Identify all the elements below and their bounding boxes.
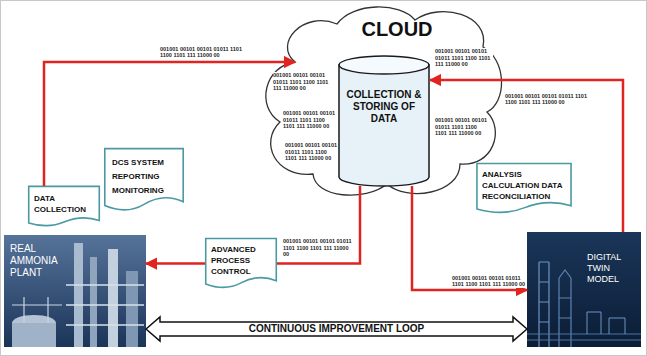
data-stream-holder: 001001 00101 00101 01011 1101 1100 1101 … bbox=[435, 117, 487, 139]
binary-data-label: 001001 00101 00101 01011 1101 1100 1101 … bbox=[160, 46, 244, 59]
twin-part bbox=[587, 312, 625, 334]
plant-part bbox=[12, 297, 62, 323]
document-box: DATA COLLECTION bbox=[28, 186, 100, 227]
binary-data-label: 001001 00101 00101 01011 1101 1100 1101 … bbox=[273, 72, 335, 92]
data-stream-holder: 001001 00101 00101 01011 1101 1100 1101 … bbox=[505, 90, 589, 108]
plant-part bbox=[12, 323, 56, 347]
cyl-part bbox=[339, 56, 429, 74]
cyl-part bbox=[339, 65, 429, 186]
binary-data-label: 001001 00101 00101 01011 1101 1100 1101 … bbox=[435, 117, 487, 137]
data-stream-holder: 001001 00101 00101 01011 1101 1100 1101 … bbox=[160, 43, 244, 61]
photo-caption: REAL AMMONIA PLANT bbox=[10, 243, 62, 279]
plant-part bbox=[74, 243, 83, 347]
box-text: ADVANCED PROCESS CONTROL bbox=[211, 244, 271, 277]
database-cylinder: COLLECTION & STORING OF DATA bbox=[338, 55, 430, 187]
data-stream-holder: 001001 00101 00101 01011 1101 1100 1101 … bbox=[435, 48, 493, 70]
twin-part bbox=[559, 270, 571, 347]
twin-part bbox=[527, 334, 641, 340]
cloud-shape: CLOUD COLLECTION & STORING OF DATA bbox=[255, 2, 505, 202]
plant-photo: REAL AMMONIA PLANT bbox=[4, 235, 146, 347]
plant-part bbox=[108, 249, 118, 347]
document-box: ANALYSIS CALCULATION DATA RECONCILIATION bbox=[476, 163, 572, 214]
plant-part bbox=[66, 285, 144, 325]
plant-part bbox=[126, 271, 138, 347]
twin-part bbox=[527, 232, 641, 347]
loop-double-arrow bbox=[146, 317, 527, 341]
data-stream-holder: 001001 00101 00101 01011 1101 1100 1101 … bbox=[273, 72, 335, 94]
data-stream-holder: 001001 00101 00101 01011 1101 1100 1101 … bbox=[283, 238, 355, 260]
edge-label-holder: CONTINUOUS IMPROVEMENT LOOP bbox=[246, 323, 428, 335]
box-text: DATA COLLECTION bbox=[34, 193, 94, 215]
plant-part bbox=[90, 257, 97, 347]
binary-data-label: 001001 00101 00101 01011 1101 1100 1101 … bbox=[452, 275, 526, 288]
doc-part bbox=[105, 149, 183, 210]
binary-data-label: 001001 00101 00101 01011 1101 1100 1101 … bbox=[435, 48, 493, 68]
document-box: ADVANCED PROCESS CONTROL bbox=[205, 238, 277, 289]
binary-data-label: 001001 00101 00101 01011 1101 1100 1101 … bbox=[505, 93, 589, 106]
photo-caption: DIGITAL TWIN MODEL bbox=[587, 252, 637, 285]
data-flow-arrow bbox=[277, 186, 360, 264]
box-text: DCS SYSTEM REPORTING MONITORING bbox=[112, 156, 178, 198]
document-box: DCS SYSTEM REPORTING MONITORING bbox=[104, 148, 184, 212]
twin-outline bbox=[527, 232, 641, 347]
doc-part bbox=[29, 186, 100, 225]
doc-part bbox=[477, 164, 571, 213]
doc-part bbox=[206, 239, 277, 288]
plant-part bbox=[4, 235, 146, 347]
binary-data-label: 001001 00101 00101 01011 1101 1100 1101 … bbox=[285, 142, 337, 162]
data-flow-arrow bbox=[146, 262, 205, 265]
edge-label: CONTINUOUS IMPROVEMENT LOOP bbox=[246, 323, 428, 335]
data-stream-holder: 001001 00101 00101 01011 1101 1100 1101 … bbox=[452, 272, 526, 290]
data-stream-holder: 001001 00101 00101 01011 1101 1100 1101 … bbox=[285, 142, 337, 164]
cloud-title: CLOUD bbox=[289, 18, 505, 40]
binary-data-label: 001001 00101 00101 01011 1101 1100 1101 … bbox=[283, 238, 355, 258]
twin-model-photo: DIGITAL TWIN MODEL bbox=[527, 232, 641, 347]
binary-data-label: 001001 00101 00101 01011 1101 1100 1101 … bbox=[283, 110, 337, 130]
box-text: ANALYSIS CALCULATION DATA RECONCILIATION bbox=[482, 169, 566, 202]
database-label: COLLECTION & STORING OF DATA bbox=[346, 89, 422, 125]
data-stream-holder: 001001 00101 00101 01011 1101 1100 1101 … bbox=[283, 110, 337, 132]
